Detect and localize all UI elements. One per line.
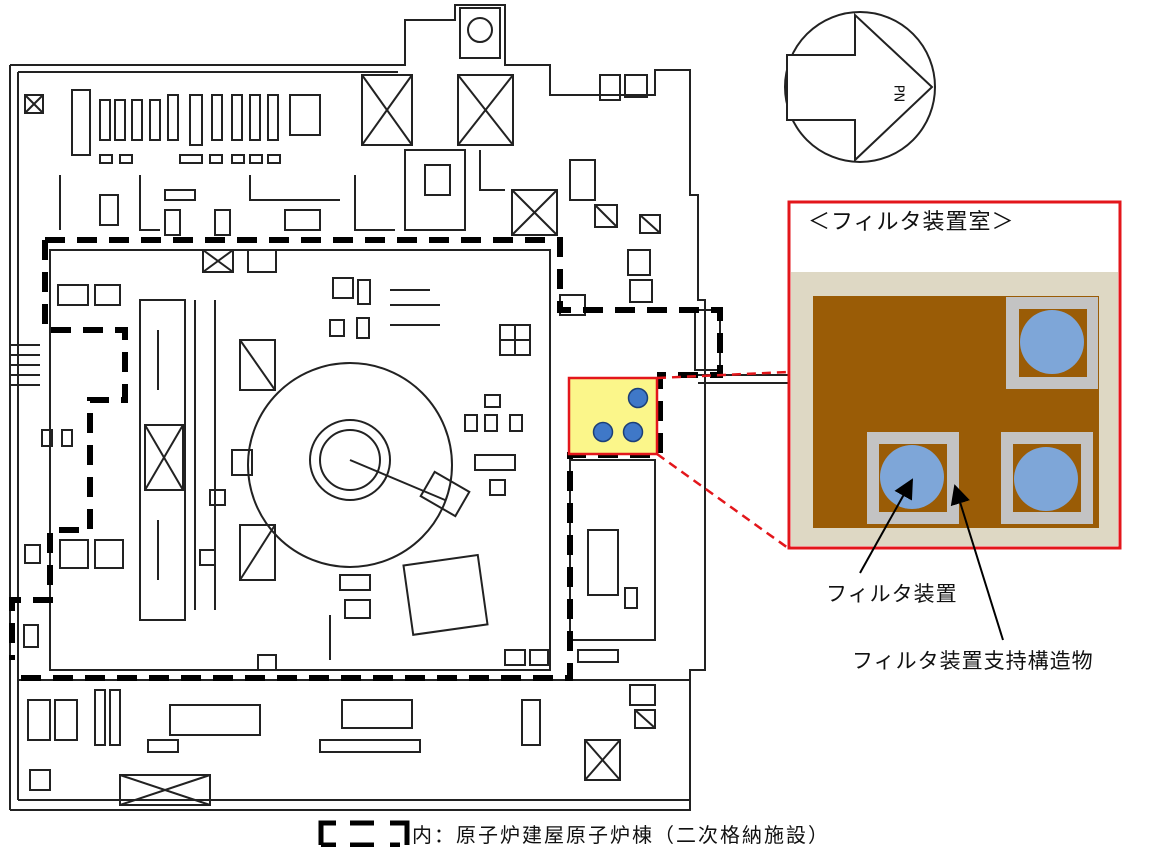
- filter-device-detail-3: [1014, 447, 1078, 511]
- callout-filter-device: フィルタ装置: [826, 582, 958, 606]
- filter-device-detail-2: [880, 445, 944, 509]
- callout-arrow-support: [950, 484, 1004, 641]
- secondary-containment-boundary: [9, 237, 723, 681]
- filter-device-marker-2: [592, 421, 614, 443]
- filter-device-detail-1: [1020, 310, 1084, 374]
- filter-device-marker-1: [627, 387, 649, 409]
- building-walls: [9, 4, 790, 811]
- legend-dashed-icon: [318, 820, 410, 847]
- north-arrow-icon: [784, 11, 936, 163]
- callout-arrow-device: [859, 478, 913, 574]
- legend-text: 内：原子炉建屋原子炉棟（二次格納施設）: [412, 822, 830, 847]
- legend: 内：原子炉建屋原子炉棟（二次格納施設）: [318, 818, 830, 848]
- zoom-line-bottom: [656, 452, 789, 550]
- filter-room-highlight: [567, 376, 659, 456]
- north-label: PN: [890, 84, 906, 103]
- zoom-line-top: [656, 370, 789, 380]
- callout-support-structure: フィルタ装置支持構造物: [852, 649, 1094, 673]
- detail-panel-title: ＜フィルタ装置室＞: [808, 210, 1015, 235]
- filter-device-marker-3: [622, 421, 644, 443]
